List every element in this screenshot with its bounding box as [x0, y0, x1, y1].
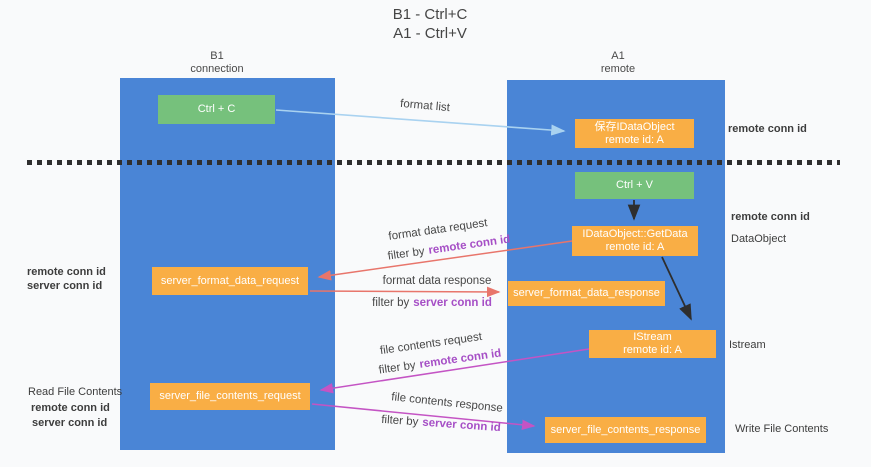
- lane-right-subtitle: remote: [600, 63, 636, 75]
- node-file-response: server_file_contents_response: [545, 417, 706, 443]
- node-ctrl-v-label: Ctrl + V: [616, 179, 653, 191]
- node-istream: IStream remote id: A: [589, 330, 716, 358]
- lane-left-header: B1 connection: [190, 50, 243, 76]
- label-format-data-response: format data response: [382, 275, 492, 287]
- diagram-title: B1 - Ctrl+C A1 - Ctrl+V: [393, 5, 468, 43]
- dashed-separator: [27, 160, 840, 165]
- filter-by-text: filter by: [378, 359, 417, 377]
- node-getdata-line1: IDataObject::GetData: [582, 228, 688, 240]
- node-file-request: server_file_contents_request: [150, 383, 310, 410]
- server-conn-id-text: server conn id: [421, 416, 502, 435]
- annotation-left-mid-remote-conn-id: remote conn id: [27, 266, 106, 278]
- annotation-left-bottom-server-conn-id: server conn id: [32, 417, 108, 429]
- annotation-write-file-contents: Write File Contents: [735, 423, 829, 435]
- remote-conn-id-text: remote conn id: [427, 233, 511, 257]
- node-ctrl-c-label: Ctrl + C: [197, 103, 236, 115]
- lane-right-title: A1: [611, 50, 625, 62]
- node-istream-line2: remote id: A: [623, 344, 682, 356]
- node-save-idataobject-line1: 保存IDataObject: [594, 120, 675, 133]
- node-save-idataobject: 保存IDataObject remote id: A: [575, 119, 694, 148]
- node-file-request-label: server_file_contents_request: [159, 390, 301, 402]
- node-getdata-line2: remote id: A: [605, 241, 665, 253]
- node-format-response-label: server_format_data_response: [513, 287, 660, 299]
- annotation-left-bottom-remote-conn-id: remote conn id: [31, 402, 110, 414]
- annotation-left-mid-server-conn-id: server conn id: [27, 280, 103, 292]
- node-ctrl-c: Ctrl + C: [158, 95, 275, 124]
- annotation-remote-conn-id-top: remote conn id: [728, 123, 807, 135]
- server-conn-id-text: server conn id: [413, 297, 492, 309]
- diagram-title-line1: B1 - Ctrl+C: [392, 6, 468, 23]
- node-getdata: IDataObject::GetData remote id: A: [572, 226, 698, 256]
- label-file-contents-response: file contents response: [390, 391, 504, 415]
- annotation-dataobject: DataObject: [731, 233, 787, 245]
- node-format-response: server_format_data_response: [508, 281, 665, 306]
- annotation-read-file-contents: Read File Contents: [28, 386, 123, 398]
- node-format-request-label: server_format_data_request: [160, 274, 300, 287]
- lane-left-title: B1: [210, 50, 224, 62]
- node-file-response-label: server_file_contents_response: [550, 423, 701, 436]
- label-format-list: format list: [399, 97, 451, 115]
- node-istream-line1: IStream: [633, 331, 672, 343]
- node-format-request: server_format_data_request: [152, 267, 308, 295]
- annotation-remote-conn-id-mid: remote conn id: [731, 211, 810, 223]
- node-save-idataobject-line2: remote id: A: [605, 133, 664, 146]
- lane-left-subtitle: connection: [190, 63, 244, 75]
- node-ctrl-v: Ctrl + V: [575, 172, 694, 199]
- filter-by-text: filter by: [372, 297, 410, 309]
- arrow-format-data-response: [309, 286, 501, 298]
- annotation-istream: Istream: [729, 339, 766, 351]
- remote-conn-id-text: remote conn id: [418, 347, 502, 371]
- filter-by-text: filter by: [380, 413, 419, 429]
- diagram-title-line2: A1 - Ctrl+V: [393, 25, 467, 42]
- filter-by-text: filter by: [387, 245, 426, 263]
- lane-right-header: A1 remote: [601, 50, 635, 76]
